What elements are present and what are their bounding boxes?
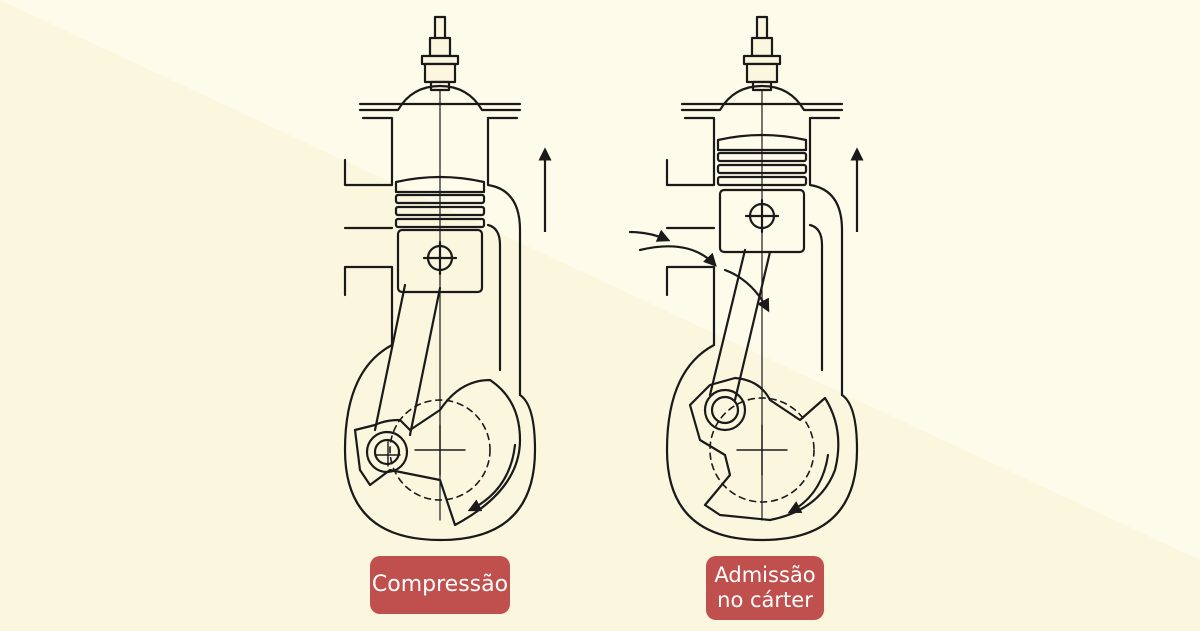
intake-flow-arrow [628,229,671,242]
engine-intake [628,15,859,542]
intake-flow-arrow [638,245,717,267]
background-light-band [0,0,1200,560]
crank-pin-outer [703,388,747,432]
exhaust-port [665,116,716,187]
cylinder-head [358,84,522,112]
exhaust-port [343,116,394,187]
crank-pin-inner [373,438,401,466]
intake-port [343,265,394,347]
cylinder-head [680,84,844,112]
transfer-channel-inner [486,223,502,372]
intake-flow-arrow [723,268,770,313]
intake-port [665,265,716,347]
engine-compression [343,15,537,542]
crankcase [665,343,859,542]
transfer-channel-inner [808,223,824,372]
crank-circle [709,397,815,503]
connecting-rod [708,248,772,402]
crank-web [353,378,522,527]
crank-circle [389,399,491,501]
rotation-arrow [787,453,830,514]
rotation-arrow [467,443,517,512]
stage-label-compression: Compressão [370,556,510,614]
transfer-channel-outer [808,116,844,397]
crankcase [343,343,537,542]
transfer-channel-outer [486,116,522,397]
stage-label-intake: Admissão no cárter [706,556,824,620]
connecting-rod [373,283,442,437]
crank-web [688,376,840,522]
crank-pin-inner [710,395,740,425]
crank-pin-outer [365,430,409,474]
